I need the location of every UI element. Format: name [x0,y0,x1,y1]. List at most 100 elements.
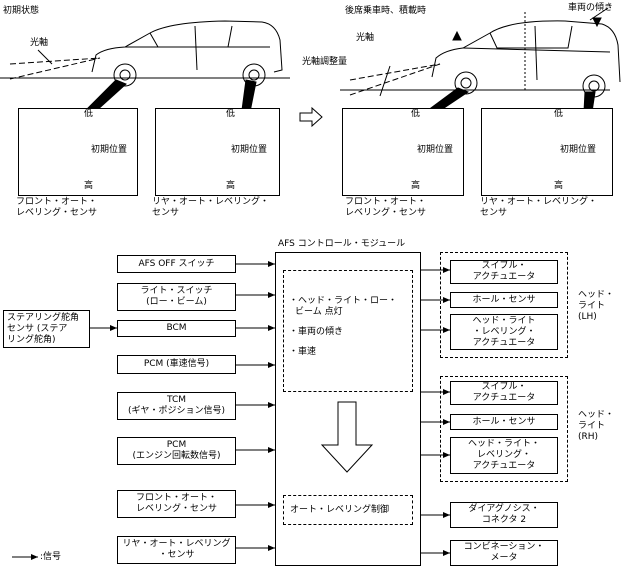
input-steering-sensor: ステアリング舵角センサ (ステアリング舵角) [3,310,90,348]
headlight-rh-label-2: ライト [578,421,606,431]
bcm-label: BCM [166,323,187,333]
axis-adjust-label: 光軸調整量 [302,57,348,67]
front-sensor-caption-4: レベリング・センサ [345,208,427,218]
leveling-control-group [283,495,413,525]
pcm-rpm-label-1: PCM [166,440,187,450]
lh-swivel-label-1: スイブル・ [481,261,527,271]
output-lh-swivel-actuator: スイブル・アクチュエータ [450,260,558,284]
rear-sensor-label-1: リヤ・オート・レベリング [122,539,231,549]
steering-label-3: リング舵角) [7,334,56,345]
control-flow-arrow [320,401,374,473]
output-combination-meter: コンビネーション・メータ [450,540,558,566]
rh-leveling-label-1: ヘッド・ライト・ [467,439,540,449]
lh-swivel-label-2: アクチュエータ [472,272,536,282]
pcm-speed-label: PCM (車速信号) [143,359,210,369]
rear-sensor-frame-initial: 低 初期位置 高 [155,108,280,196]
sensor-initial-label: 初期位置 [560,145,597,155]
input-pcm-speed: PCM (車速信号) [117,355,236,374]
sensor-initial-label: 初期位置 [91,145,128,155]
meter-label-1: コンビネーション・ [463,542,545,552]
legend-signal-label: :信号 [40,552,62,562]
front-sensor-caption-2: レベリング・センサ [16,208,98,218]
arrowheads [31,261,450,560]
front-sensor-caption-1: フロント・オート・ [16,197,98,207]
front-sensor-label-1: フロント・オート・ [135,493,217,503]
front-sensor-frame-initial: 低 初期位置 高 [18,108,138,196]
lh-leveling-label-1: ヘッド・ライト [472,315,536,326]
pcm-rpm-label-2: (エンジン回転数信号) [132,451,221,461]
function-1b: ビーム 点灯 [295,307,343,317]
rear-sensor-caption-2: センサ [152,208,180,218]
lh-hall-label: ホール・センサ [472,294,536,305]
leveling-control-label: オート・レベリング制御 [290,505,390,515]
vehicle-tilt-label: 車両の傾き [568,3,614,13]
steering-label-1: ステアリング舵角 [7,312,80,323]
headlight-lh-label-3: (LH) [578,312,597,322]
sensor-high-label: 高 [226,181,236,191]
front-sensor-caption-3: フロント・オート・ [345,197,427,207]
sensor-low-label: 低 [411,109,421,119]
lh-leveling-label-3: アクチュエータ [472,337,536,348]
output-lh-leveling-actuator: ヘッド・ライト・レベリング・アクチュエータ [450,314,558,350]
function-2: ・車両の傾き [289,327,344,337]
front-sensor-frame-loaded: 低 初期位置 高 [342,108,464,196]
module-function-group [283,270,413,392]
sensor-low-label: 低 [84,109,94,119]
rh-leveling-label-3: アクチュエータ [472,461,536,471]
car-loaded-illustration [340,7,621,113]
headlight-lh-label-1: ヘッド・ [578,290,615,300]
car-initial-illustration [0,20,290,113]
sensor-high-label: 高 [411,181,421,191]
tcm-label-1: TCM [166,395,187,405]
input-pcm-rpm: PCM(エンジン回転数信号) [117,437,236,465]
sensor-initial-label: 初期位置 [231,145,268,155]
sensor-initial-label: 初期位置 [417,145,454,155]
sensor-high-label: 高 [554,181,564,191]
input-rear-leveling-sensor: リヤ・オート・レベリング・センサ [117,536,236,564]
loaded-state-label: 後席乗車時、積載時 [345,6,427,16]
lh-leveling-label-2: ・レベリング・ [472,326,536,337]
headlight-lh-label-2: ライト [578,301,606,311]
function-1: ・ヘッド・ライト・ロー・ [289,296,398,306]
rear-sensor-caption-4: センサ [480,208,508,218]
rh-hall-label: ホール・センサ [472,416,536,427]
light-switch-label-1: ライト・スイッチ [140,286,213,296]
headlight-lh-group [440,252,568,358]
optical-axis-label-left: 光軸 [30,38,49,48]
headlight-rh-label-1: ヘッド・ [578,410,615,420]
headlight-rh-label-3: (RH) [578,432,599,442]
rh-swivel-label-1: スイブル・ [481,382,527,392]
dlc-label-2: コネクタ 2 [481,515,527,525]
rear-sensor-caption-3: リヤ・オート・レベリング・ [480,197,598,207]
rear-sensor-caption-1: リヤ・オート・レベリング・ [152,197,270,207]
afs-off-label: AFS OFF スイッチ [138,258,215,269]
dlc-label-1: ダイアグノシス・ [468,504,540,514]
afs-control-module [275,252,421,566]
sensor-high-label: 高 [84,181,94,191]
meter-label-2: メータ [490,553,518,563]
headlight-rh-group [440,376,568,482]
rh-leveling-label-2: レベリング・ [476,450,531,460]
output-rh-leveling-actuator: ヘッド・ライト・レベリング・アクチュエータ [450,437,558,474]
output-lh-hall-sensor: ホール・センサ [450,292,558,308]
input-front-leveling-sensor: フロント・オート・レベリング・センサ [117,490,236,518]
rh-swivel-label-2: アクチュエータ [472,393,536,403]
output-diagnosis-connector: ダイアグノシス・コネクタ 2 [450,502,558,528]
rear-sensor-frame-loaded: 低 初期位置 高 [481,108,613,196]
input-bcm: BCM [117,320,236,337]
tcm-label-2: (ギヤ・ポジション信号) [127,406,226,416]
input-afs-off-switch: AFS OFF スイッチ [117,255,236,273]
light-switch-label-2: (ロー・ビーム) [146,297,207,307]
module-title: AFS コントロール・モジュール [278,239,406,249]
output-rh-swivel-actuator: スイブル・アクチュエータ [450,381,558,405]
optical-axis-label-right: 光軸 [356,33,375,43]
steering-label-2: センサ (ステア [7,323,68,334]
input-light-switch: ライト・スイッチ(ロー・ビーム) [117,283,236,311]
front-sensor-label-2: レベリング・センサ [135,504,217,514]
function-3: ・車速 [289,347,317,357]
transition-arrow [299,106,323,128]
output-rh-hall-sensor: ホール・センサ [450,414,558,430]
sensor-low-label: 低 [554,109,564,119]
sensor-low-label: 低 [226,109,236,119]
